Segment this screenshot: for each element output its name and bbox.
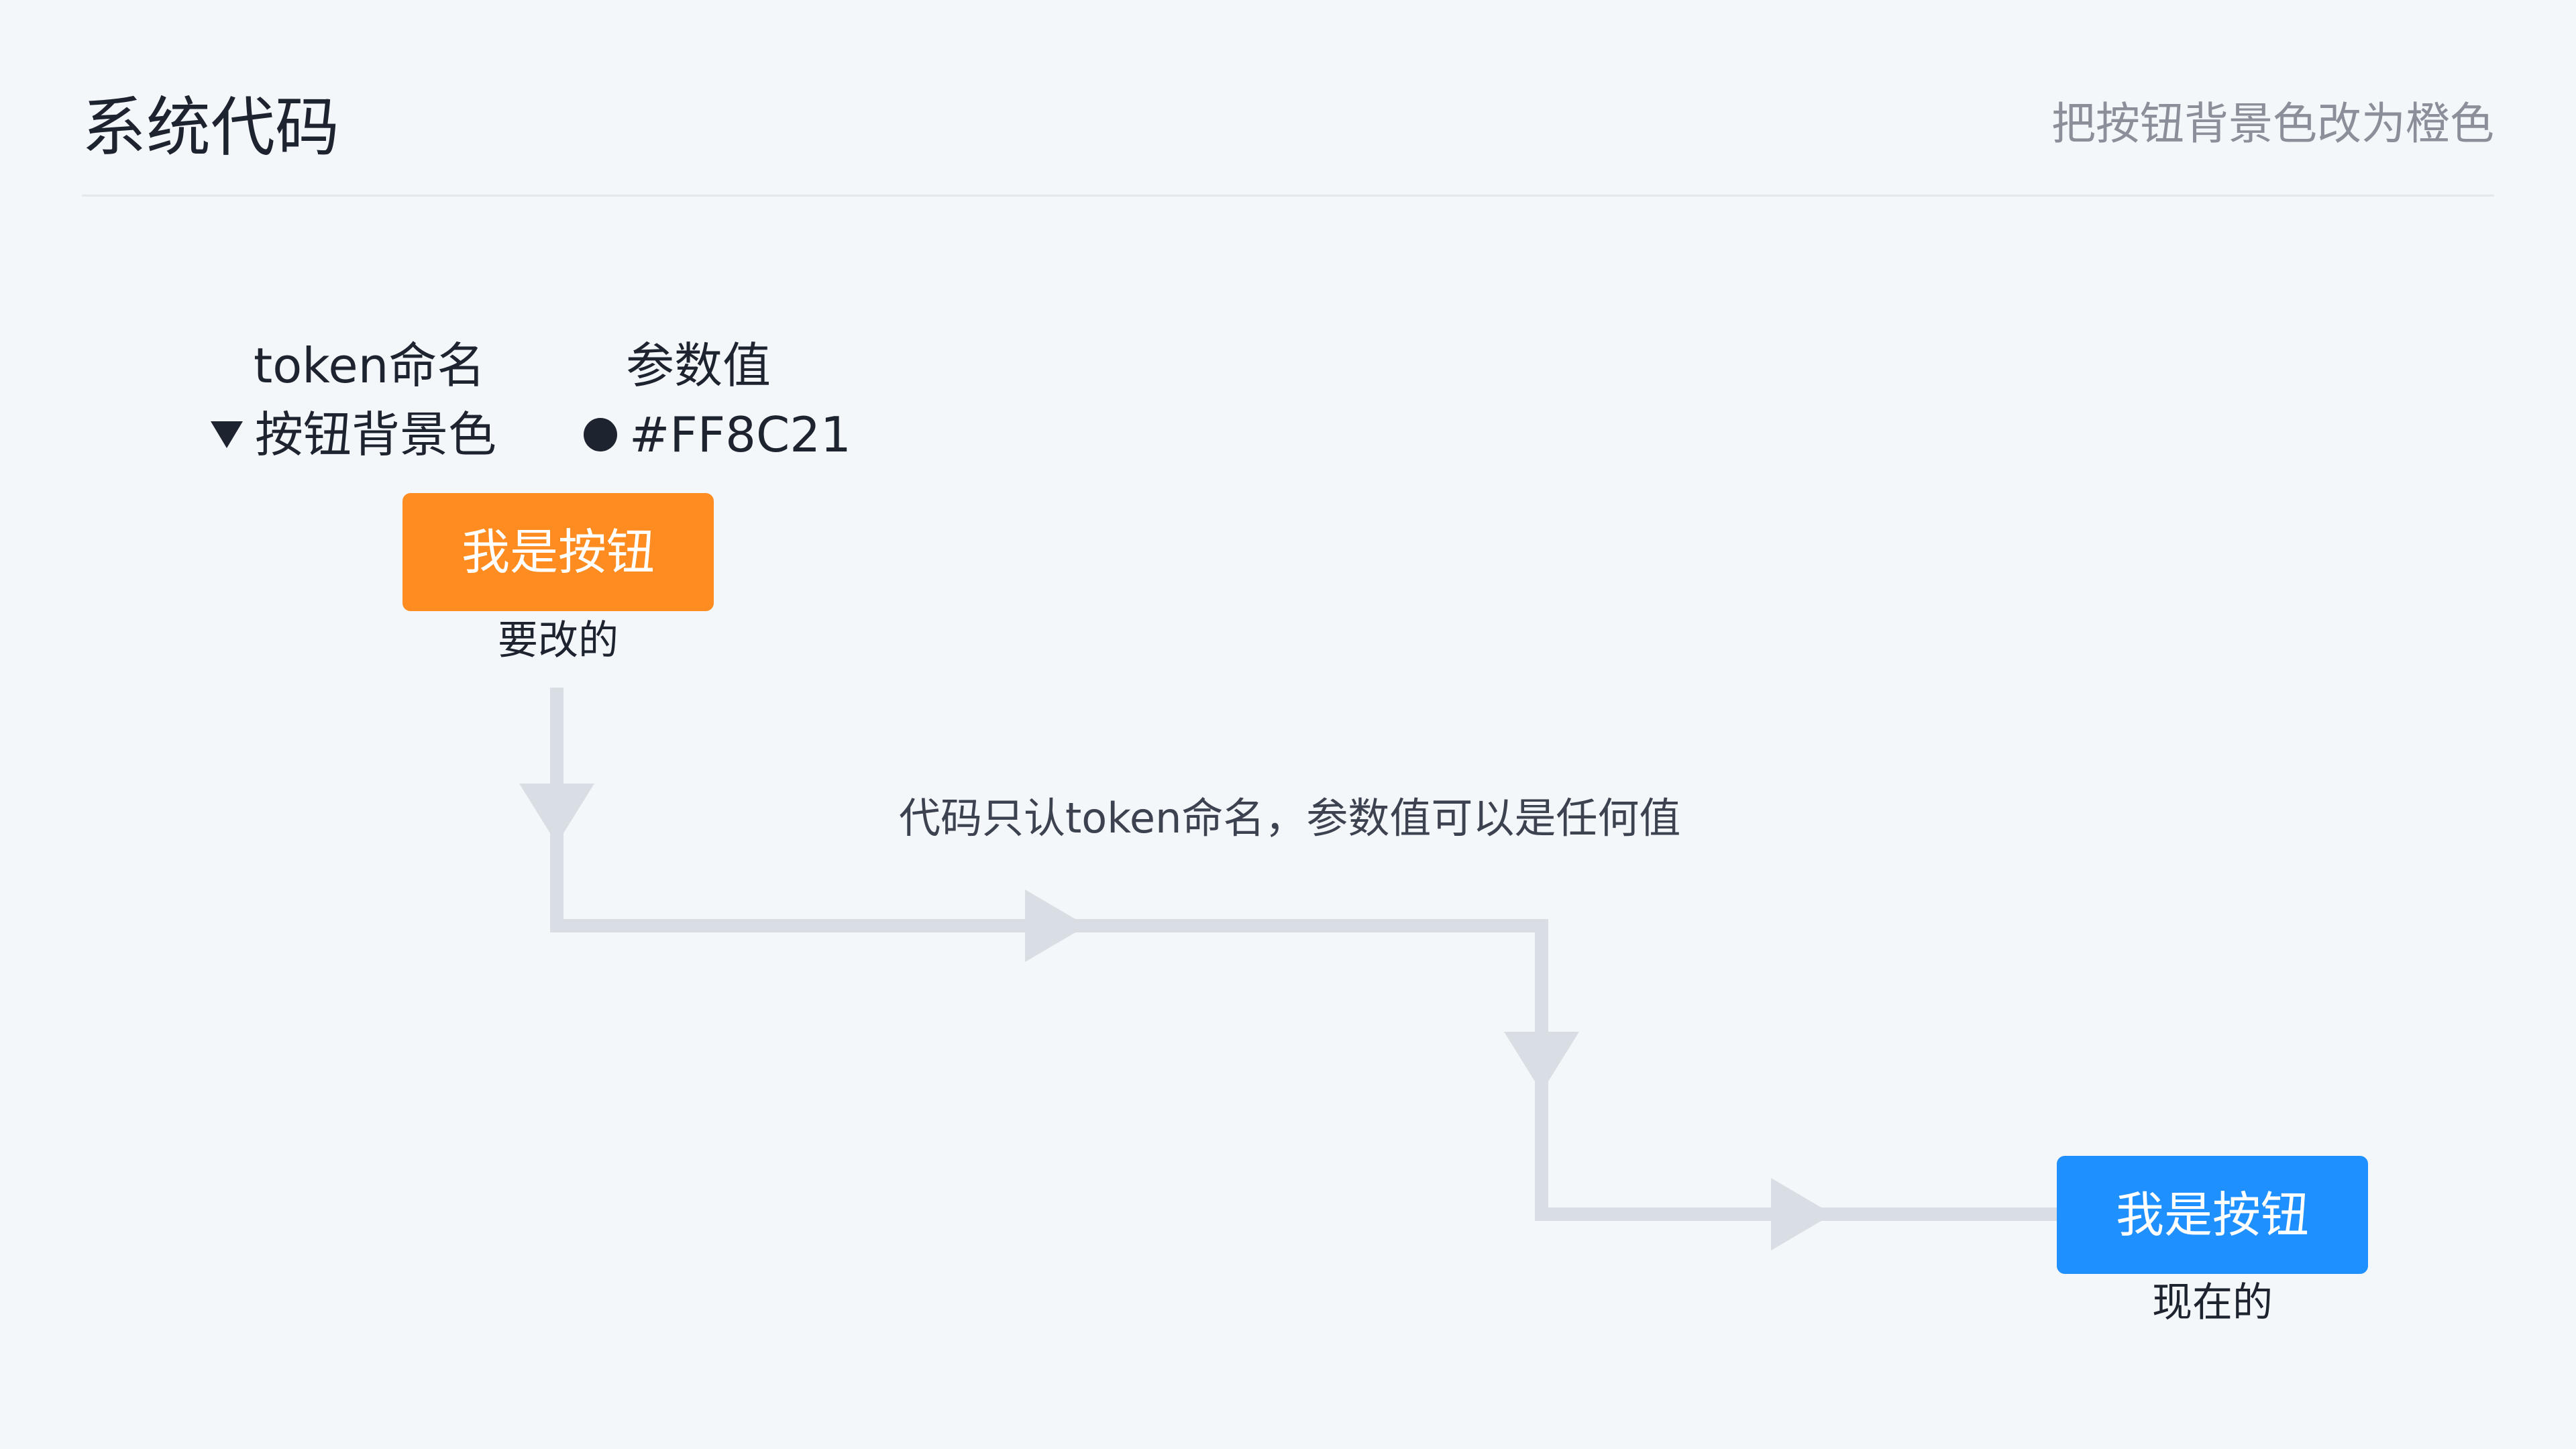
- token-value: #FF8C21: [629, 407, 851, 463]
- page-title: 系统代码: [82, 90, 339, 165]
- flow-note: 代码只认token命名，参数值可以是任何值: [899, 794, 1681, 843]
- dot-icon: [584, 418, 617, 451]
- after-caption: 现在的: [2152, 1279, 2273, 1326]
- token-name-column-label: token命名: [254, 337, 486, 394]
- token-value-column-label: 参数值: [626, 337, 771, 394]
- arrow-right-icon: [1771, 1178, 1833, 1250]
- arrow-down-icon: [1504, 1032, 1579, 1092]
- after-sample-button[interactable]: 我是按钮: [2057, 1156, 2368, 1274]
- before-caption: 要改的: [498, 617, 619, 664]
- token-name-row[interactable]: 按钮背景色: [211, 405, 496, 465]
- header-divider: [82, 195, 2494, 197]
- token-name: 按钮背景色: [255, 407, 497, 463]
- before-sample-button[interactable]: 我是按钮: [402, 493, 714, 611]
- flow-connector-path: [550, 688, 2059, 1221]
- token-value-row[interactable]: #FF8C21: [584, 405, 851, 465]
- triangle-down-icon: [211, 421, 243, 448]
- arrow-down-icon: [519, 784, 594, 844]
- page-subtitle: 把按钮背景色改为橙色: [2051, 98, 2494, 150]
- arrow-right-icon: [1025, 890, 1087, 962]
